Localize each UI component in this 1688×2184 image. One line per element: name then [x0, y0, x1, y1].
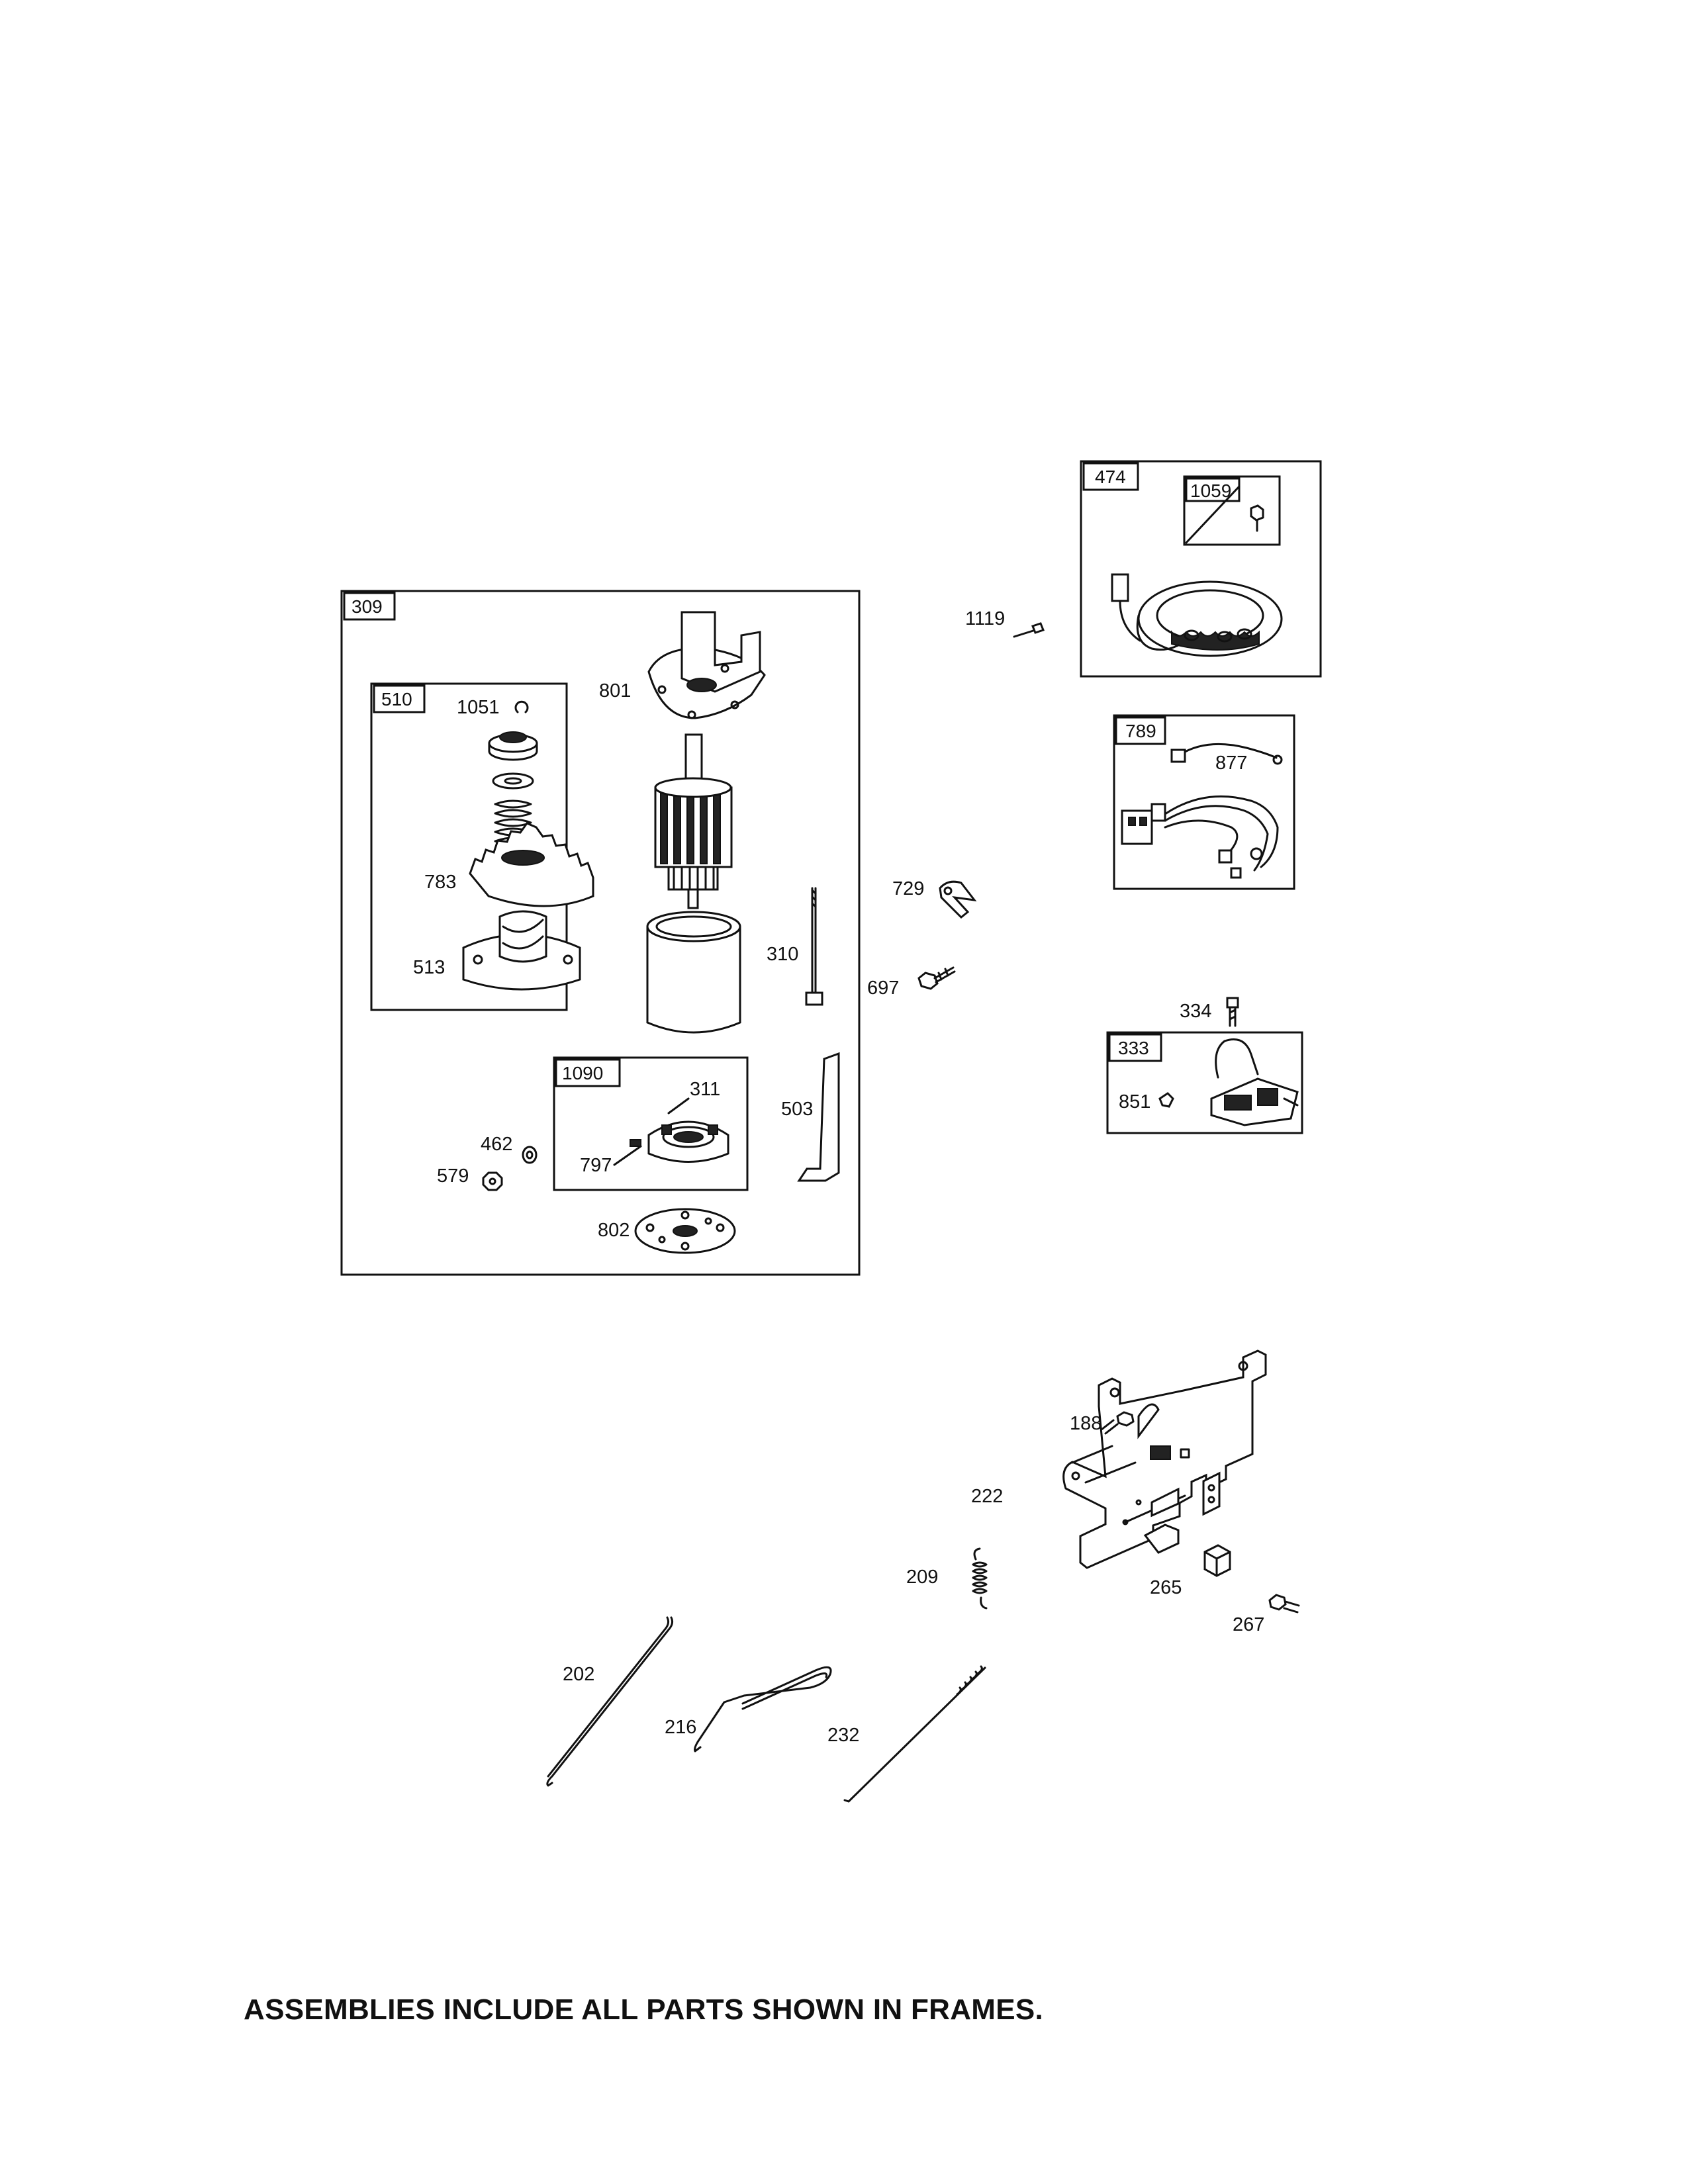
- part-802-label: 802: [598, 1220, 630, 1241]
- part-209-spring[interactable]: 209: [906, 1547, 988, 1610]
- frame-309[interactable]: 309: [340, 590, 861, 1276]
- assemblies-note: ASSEMBLIES INCLUDE ALL PARTS SHOWN IN FR…: [244, 1993, 1044, 2026]
- part-797-label: 797: [580, 1155, 612, 1176]
- part-801-end-bracket[interactable]: 801: [599, 611, 766, 719]
- part-503-insulator[interactable]: 503: [781, 1052, 840, 1182]
- part-222-control-bracket[interactable]: 222: [971, 1349, 1267, 1569]
- part-1051-label: 1051: [457, 697, 500, 718]
- part-697-screw[interactable]: 697: [867, 966, 956, 999]
- part-877-label: 877: [1215, 752, 1247, 774]
- frame-1059-label: 1059: [1190, 480, 1231, 501]
- part-1119-screw[interactable]: 1119: [965, 608, 1045, 638]
- frame-510[interactable]: 510: [370, 682, 568, 1011]
- part-spring: [494, 799, 532, 846]
- part-801-label: 801: [599, 680, 631, 702]
- part-579-label: 579: [437, 1165, 469, 1187]
- part-311-label: 311: [690, 1079, 720, 1100]
- part-267-screw[interactable]: 267: [1233, 1594, 1300, 1635]
- part-797-terminal[interactable]: 797: [580, 1139, 642, 1176]
- part-697-label: 697: [867, 978, 899, 999]
- frame-789[interactable]: 789: [1113, 714, 1295, 890]
- part-216-throttle-link[interactable]: 216: [665, 1666, 832, 1752]
- part-ignition-coil: [1210, 1038, 1299, 1126]
- part-stop-collar: [488, 731, 538, 761]
- part-729-label: 729: [892, 878, 924, 899]
- part-311-brush-holder[interactable]: 311: [647, 1079, 729, 1163]
- part-503-label: 503: [781, 1099, 813, 1120]
- part-267-label: 267: [1233, 1614, 1264, 1635]
- part-579-nut[interactable]: 579: [437, 1165, 503, 1191]
- frame-789-label: 789: [1125, 721, 1156, 741]
- frame-1090-label: 1090: [562, 1063, 603, 1083]
- part-232-label: 232: [827, 1725, 859, 1746]
- part-310-label: 310: [767, 944, 798, 965]
- part-513-drive-housing[interactable]: 513: [413, 910, 581, 991]
- part-209-label: 209: [906, 1567, 938, 1588]
- part-1051-retaining-ring[interactable]: 1051: [457, 697, 529, 718]
- part-216-label: 216: [665, 1717, 696, 1738]
- frame-474[interactable]: 474: [1080, 460, 1322, 678]
- part-462-washer[interactable]: 462: [481, 1134, 538, 1164]
- part-334-screw[interactable]: 334: [1180, 997, 1239, 1027]
- part-265-clamp[interactable]: 265: [1150, 1544, 1231, 1598]
- frame-510-label: 510: [381, 689, 412, 709]
- part-783-label: 783: [424, 872, 456, 893]
- part-310-through-bolt[interactable]: 310: [767, 887, 823, 1006]
- frame-1059[interactable]: 1059: [1183, 475, 1281, 546]
- part-alternator-stator: [1111, 573, 1283, 657]
- part-motor-housing: [646, 911, 741, 1034]
- part-188-label: 188: [1070, 1413, 1102, 1434]
- part-851-clip[interactable]: 851: [1119, 1091, 1174, 1113]
- frame-333[interactable]: 333: [1106, 1031, 1303, 1134]
- part-armature: [654, 733, 733, 909]
- part-188-screw[interactable]: 188: [1070, 1411, 1135, 1435]
- part-washer: [492, 772, 534, 790]
- part-202-label: 202: [563, 1664, 594, 1685]
- frame-333-label: 333: [1118, 1038, 1149, 1058]
- part-1119-label: 1119: [965, 608, 1005, 629]
- part-877-wire-harness[interactable]: 877: [1121, 743, 1283, 879]
- part-202-governor-link[interactable]: 202: [546, 1616, 674, 1787]
- frame-309-label: 309: [352, 596, 383, 617]
- part-513-label: 513: [413, 957, 445, 978]
- frame-474-label: 474: [1095, 467, 1126, 487]
- part-265-label: 265: [1150, 1577, 1182, 1598]
- part-462-label: 462: [481, 1134, 512, 1155]
- part-232-governor-spring[interactable]: 232: [827, 1665, 986, 1803]
- part-222-label: 222: [971, 1486, 1003, 1507]
- part-334-label: 334: [1180, 1001, 1211, 1022]
- part-783-pinion-gear[interactable]: 783: [424, 822, 594, 907]
- part-851-label: 851: [1119, 1091, 1150, 1113]
- part-802-end-plate[interactable]: 802: [598, 1208, 736, 1254]
- part-729-clip[interactable]: 729: [892, 878, 977, 919]
- frame-1090[interactable]: 1090: [553, 1056, 749, 1191]
